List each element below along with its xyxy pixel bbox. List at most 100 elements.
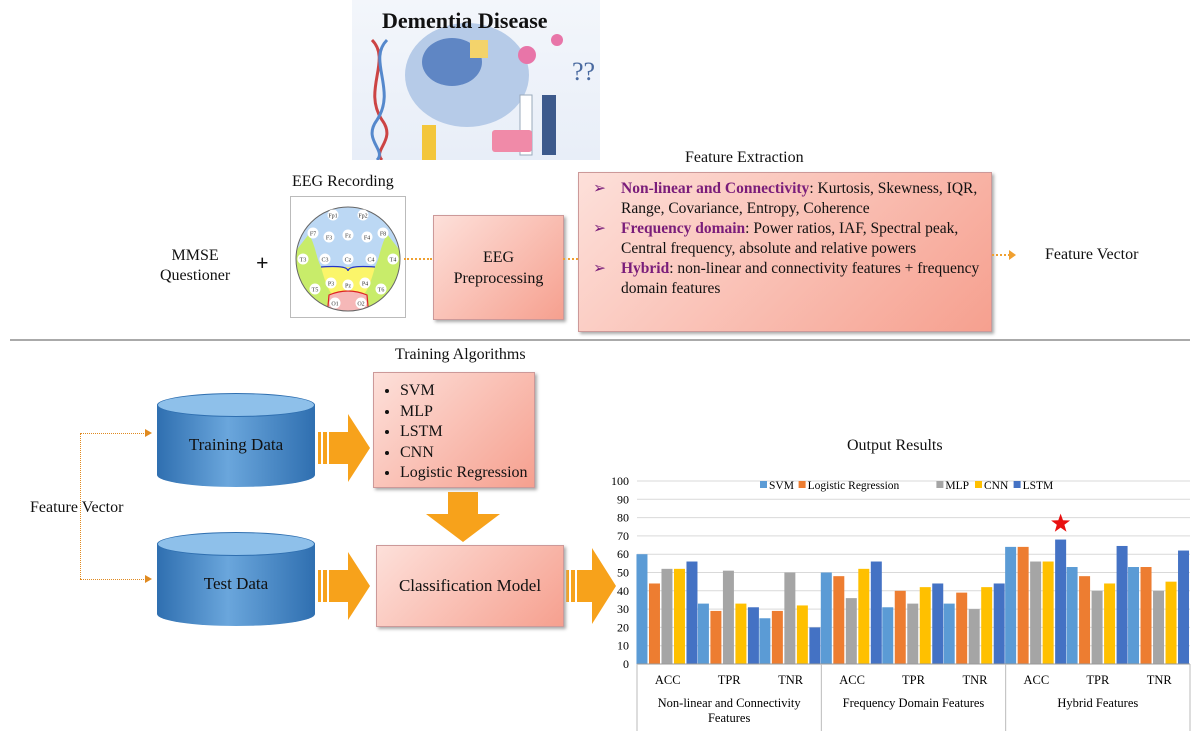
feature-extraction-box: Non-linear and Connectivity: Kurtosis, S… [578, 172, 992, 332]
bar-mlp [1091, 590, 1103, 664]
y-tick-label: 100 [611, 474, 629, 488]
y-tick-label: 80 [617, 511, 629, 525]
branch-line [80, 433, 81, 579]
bar-cnn [981, 587, 993, 664]
bar-lstm [686, 561, 698, 664]
bar-logistic-regression [1140, 567, 1152, 664]
electrode-T5 [309, 283, 321, 295]
bar-lstm [870, 561, 882, 664]
electrode-F4 [361, 231, 373, 243]
preprocessing-line2: Preprocessing [453, 269, 544, 287]
electrode-label: Fp1 [328, 214, 337, 220]
electrode-label: O2 [357, 302, 364, 308]
eeg-recording-label: EEG Recording [292, 173, 394, 190]
y-tick-label: 0 [623, 657, 629, 671]
bar-svm [820, 572, 832, 664]
cylinder-body [157, 405, 315, 487]
electrode-F8 [377, 227, 389, 239]
y-tick-label: 20 [617, 620, 629, 634]
algorithm-item: SVM [400, 381, 534, 402]
electrode-label: F8 [380, 232, 386, 238]
electrode-label: F4 [364, 236, 370, 242]
bar-mlp [1153, 590, 1165, 664]
feature-list: Non-linear and Connectivity: Kurtosis, S… [579, 173, 991, 299]
bar-cnn [735, 603, 747, 664]
training-algorithms-title: Training Algorithms [395, 346, 526, 363]
feature-desc: : Kurtosis, Skewness, IQR, Range, Covari… [621, 180, 978, 217]
algorithm-item: Logistic Regression [400, 463, 534, 484]
category-label: TNR [962, 673, 988, 687]
feature-name: Hybrid [621, 260, 670, 277]
arrow-training [318, 414, 370, 482]
feature-vector-output: Feature Vector [1045, 246, 1139, 263]
feature-name: Non-linear and Connectivity [621, 180, 810, 197]
legend-swatch [936, 481, 944, 488]
electrode-Fz [342, 229, 354, 241]
feature-desc: : non-linear and connectivity features +… [621, 260, 980, 297]
bar-svm [697, 603, 709, 664]
electrode-label: T5 [312, 288, 319, 294]
bar-mlp [661, 568, 673, 664]
dementia-art: ?? [370, 23, 595, 162]
bar-lstm [932, 583, 944, 664]
legend-label: CNN [984, 480, 1009, 492]
bar-lstm [747, 607, 759, 664]
training-data-label: Training Data [188, 435, 284, 454]
bar-logistic-regression [833, 576, 845, 664]
electrode-F7 [307, 227, 319, 239]
electrode-O2 [355, 297, 367, 309]
bar-mlp [784, 572, 796, 664]
bar-logistic-regression [956, 592, 968, 664]
training-algorithms-box: SVM MLP LSTM CNN Logistic Regression [373, 372, 535, 488]
legend-label: LSTM [1023, 480, 1054, 492]
bar-lstm [993, 583, 1005, 664]
electrode-label: Pz [345, 284, 351, 290]
category-label: TPR [902, 673, 926, 687]
test-data-label: Test Data [203, 574, 269, 593]
algorithm-list: SVM MLP LSTM CNN Logistic Regression [374, 373, 534, 484]
bar-cnn [796, 605, 808, 664]
bar-logistic-regression [894, 590, 906, 664]
feature-item: Non-linear and Connectivity: Kurtosis, S… [593, 179, 983, 219]
category-label: TPR [718, 673, 742, 687]
electrode-P4 [359, 277, 371, 289]
y-tick-label: 10 [617, 639, 629, 653]
legend-swatch [1013, 481, 1021, 488]
bar-mlp [907, 603, 919, 664]
dotted-arrow-1 [404, 258, 432, 260]
y-tick-label: 50 [617, 566, 629, 580]
arrowhead [1009, 250, 1016, 260]
electrode-label: Cz [345, 258, 352, 264]
feature-item: Frequency domain: Power ratios, IAF, Spe… [593, 219, 983, 259]
feature-extraction-title: Feature Extraction [685, 149, 804, 166]
dementia-title: Dementia Disease [382, 8, 548, 33]
cylinder-top [157, 393, 315, 417]
arrowhead [145, 429, 152, 437]
bar-svm [882, 607, 894, 664]
classification-model-box: Classification Model [376, 545, 564, 627]
bar-svm [943, 603, 955, 664]
category-label: ACC [1024, 673, 1050, 687]
electrode-label: F7 [310, 232, 316, 238]
dotted-arrow-2 [563, 258, 578, 260]
electrode-label: F3 [326, 236, 332, 242]
electrode-label: C4 [367, 258, 374, 264]
bar-lstm [809, 627, 821, 664]
eeg-preprocessing-box: EEG Preprocessing [433, 215, 564, 320]
group-label: Hybrid Features [1057, 696, 1138, 710]
mmse-line2: Questioner [160, 267, 231, 284]
algorithm-item: MLP [400, 402, 534, 423]
bar-logistic-regression [771, 610, 783, 664]
y-tick-label: 70 [617, 529, 629, 543]
bar-lstm [1116, 545, 1128, 664]
svg-text:??: ?? [572, 57, 595, 86]
electrode-T6 [375, 283, 387, 295]
bar-mlp [1030, 561, 1042, 664]
legend-swatch [798, 481, 806, 488]
training-data-cylinder: Training Data [157, 393, 315, 489]
algorithm-item: LSTM [400, 422, 534, 443]
bar-logistic-regression [1017, 546, 1029, 664]
